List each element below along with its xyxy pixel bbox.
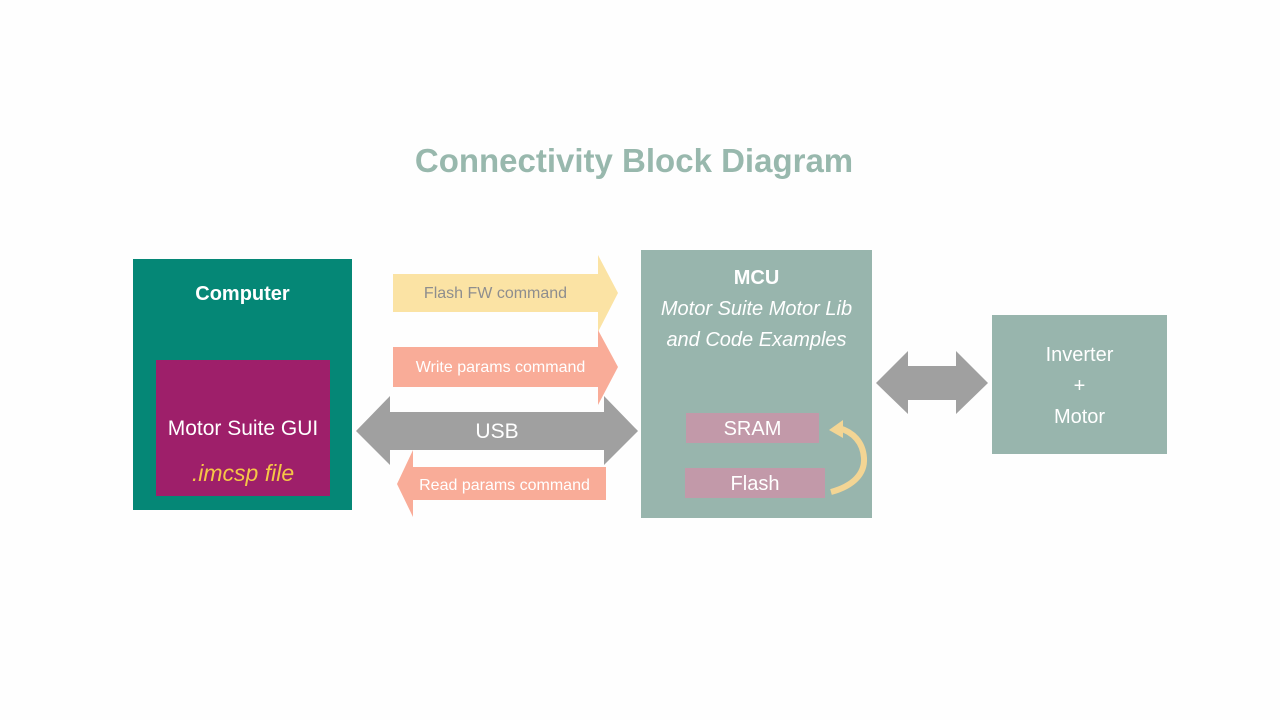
read-params-arrow: [397, 450, 606, 517]
mcu-inverter-double-arrow: [876, 351, 988, 414]
computer-block: Computer Motor Suite GUI .imcsp file: [133, 259, 352, 510]
inverter-motor-block: Inverter + Motor: [992, 315, 1167, 454]
mcu-subtitle-line2: and Code Examples: [666, 329, 847, 351]
sram-block: SRAM: [686, 413, 819, 443]
inverter-label: Inverter: [1045, 344, 1114, 366]
read-params-label: Read params command: [419, 477, 590, 494]
flash-fw-arrow: [393, 255, 618, 332]
imcsp-file-label: .imcsp file: [191, 460, 295, 486]
write-params-arrow: [393, 330, 618, 405]
diagram-title: Connectivity Block Diagram: [414, 142, 854, 179]
motor-label: Motor: [1053, 406, 1106, 428]
gui-label: Motor Suite GUI: [167, 417, 319, 440]
mcu-subtitle-line1: Motor Suite Motor Lib: [660, 298, 853, 320]
motor-suite-gui-block: Motor Suite GUI .imcsp file: [156, 360, 330, 496]
flash-fw-label: Flash FW command: [423, 285, 568, 302]
flash-to-sram-curved-arrow: [829, 420, 868, 495]
plus-label: +: [1073, 375, 1086, 397]
computer-label: Computer: [195, 283, 290, 305]
mcu-block: MCU Motor Suite Motor Lib and Code Examp…: [641, 250, 872, 518]
usb-label: USB: [475, 420, 519, 443]
usb-double-arrow: [356, 396, 638, 465]
mcu-title: MCU: [733, 267, 780, 289]
flash-block: Flash: [685, 468, 825, 498]
write-params-label: Write params command: [415, 359, 586, 376]
